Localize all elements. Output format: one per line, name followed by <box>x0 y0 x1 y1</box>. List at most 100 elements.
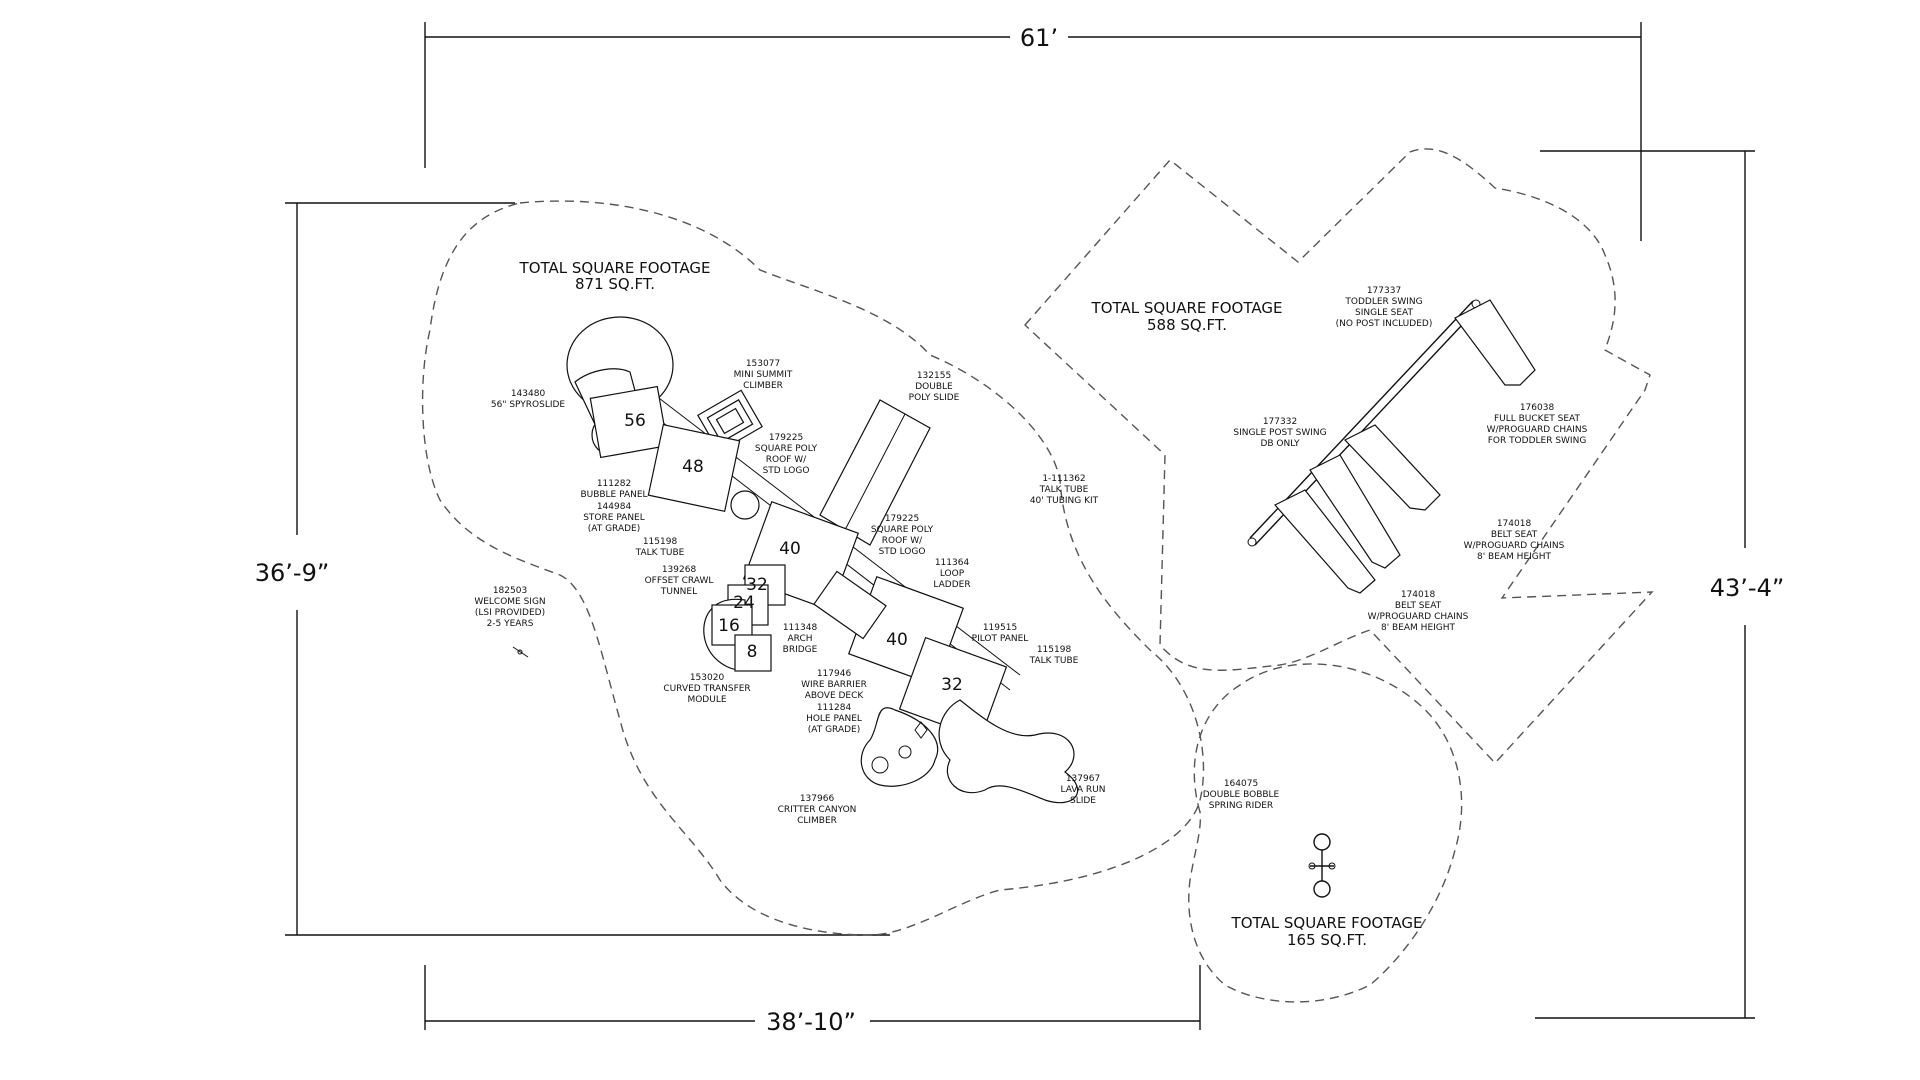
bucket-seat <box>1454 299 1536 386</box>
callout-153020: 153020 CURVED TRANSFER MODULE <box>663 673 750 705</box>
svg-text:153077: 153077 <box>746 359 780 369</box>
deck-label-32a: 32 <box>746 575 768 595</box>
svg-text:W/PROGUARD CHAINS: W/PROGUARD CHAINS <box>1464 541 1565 551</box>
callout-117946: 117946 WIRE BARRIER ABOVE DECK <box>801 669 867 701</box>
svg-text:WELCOME SIGN: WELCOME SIGN <box>474 597 545 607</box>
spring-use-zone-boundary <box>1188 663 1463 1003</box>
svg-text:POLY SLIDE: POLY SLIDE <box>909 393 960 403</box>
svg-text:(LSI PROVIDED): (LSI PROVIDED) <box>475 608 545 618</box>
svg-text:W/PROGUARD CHAINS: W/PROGUARD CHAINS <box>1487 425 1588 435</box>
svg-text:871 SQ.FT.: 871 SQ.FT. <box>575 275 655 293</box>
svg-text:CURVED TRANSFER: CURVED TRANSFER <box>663 684 750 694</box>
play-structure <box>512 316 1078 804</box>
main-zone-area-label: TOTAL SQUARE FOOTAGE 871 SQ.FT. <box>519 259 711 293</box>
svg-text:CRITTER CANYON: CRITTER CANYON <box>778 805 857 815</box>
svg-text:115198: 115198 <box>643 537 678 547</box>
dim-right-height: 43’-4” <box>1710 574 1785 602</box>
svg-text:144984: 144984 <box>597 502 632 512</box>
belt-seat-3 <box>1274 489 1376 594</box>
svg-text:56" SPYROSLIDE: 56" SPYROSLIDE <box>491 400 566 410</box>
deck-label-24: 24 <box>733 593 755 613</box>
svg-text:153020: 153020 <box>690 673 725 683</box>
svg-text:BELT SEAT: BELT SEAT <box>1395 601 1442 611</box>
svg-text:ROOF W/: ROOF W/ <box>766 455 807 465</box>
svg-text:111282: 111282 <box>597 479 631 489</box>
spring-zone-area-label: TOTAL SQUARE FOOTAGE 165 SQ.FT. <box>1231 914 1423 949</box>
callout-111284: 111284 HOLE PANEL (AT GRADE) <box>806 703 862 735</box>
svg-text:BRIDGE: BRIDGE <box>783 645 818 655</box>
svg-text:177337: 177337 <box>1367 286 1401 296</box>
dimension-left: 36’-9” <box>255 202 890 936</box>
svg-text:LOOP: LOOP <box>940 569 965 579</box>
deck-height-labels: 56 48 40 40 32 32 24 16 8 <box>624 411 963 695</box>
welcome-sign-icon <box>512 646 529 658</box>
callout-176038: 176038 FULL BUCKET SEAT W/PROGUARD CHAIN… <box>1487 403 1588 446</box>
callout-111364: 111364 LOOP LADDER <box>933 558 970 590</box>
dimension-bottom: 38’-10” <box>424 965 1201 1036</box>
callout-177332: 177332 SINGLE POST SWING DB ONLY <box>1233 417 1326 449</box>
svg-text:LAVA RUN: LAVA RUN <box>1061 785 1106 795</box>
deck-label-40b: 40 <box>886 630 908 650</box>
svg-text:W/PROGUARD CHAINS: W/PROGUARD CHAINS <box>1368 612 1469 622</box>
svg-text:143480: 143480 <box>511 389 546 399</box>
deck-8 <box>734 634 772 672</box>
callout-132155: 132155 DOUBLE POLY SLIDE <box>909 371 960 403</box>
callout-111348: 111348 ARCH BRIDGE <box>783 623 818 655</box>
callout-179225-lower: 179225 SQUARE POLY ROOF W/ STD LOGO <box>871 514 934 557</box>
svg-text:DB ONLY: DB ONLY <box>1260 439 1300 449</box>
callout-1-111362: 1-111362 TALK TUBE 40' TUBING KIT <box>1030 474 1099 506</box>
swing-set <box>1247 299 1536 594</box>
deck-label-40a: 40 <box>779 539 801 559</box>
svg-text:8' BEAM HEIGHT: 8' BEAM HEIGHT <box>1477 552 1552 562</box>
svg-text:177332: 177332 <box>1263 417 1297 427</box>
svg-text:(NO POST INCLUDED): (NO POST INCLUDED) <box>1336 319 1433 329</box>
svg-text:OFFSET CRAWL: OFFSET CRAWL <box>645 576 714 586</box>
lava-run-slide <box>938 699 1078 804</box>
svg-text:SQUARE POLY: SQUARE POLY <box>871 525 934 535</box>
svg-text:165 SQ.FT.: 165 SQ.FT. <box>1287 931 1367 949</box>
critter-canyon-climber <box>860 707 939 787</box>
svg-text:CLIMBER: CLIMBER <box>797 816 837 826</box>
double-bobble-spring-rider <box>1308 833 1336 898</box>
svg-text:SQUARE POLY: SQUARE POLY <box>755 444 818 454</box>
svg-text:LADDER: LADDER <box>933 580 970 590</box>
svg-text:TALK TUBE: TALK TUBE <box>1029 656 1079 666</box>
svg-text:FOR TODDLER SWING: FOR TODDLER SWING <box>1488 436 1587 446</box>
callout-144984: 144984 STORE PANEL (AT GRADE) <box>583 502 645 534</box>
svg-text:ROOF W/: ROOF W/ <box>882 536 923 546</box>
callout-115198-left: 115198 TALK TUBE <box>635 537 685 558</box>
belt-seat-1 <box>1344 424 1441 511</box>
svg-text:TODDLER SWING: TODDLER SWING <box>1344 297 1422 307</box>
svg-text:179225: 179225 <box>769 433 803 443</box>
deck-label-48: 48 <box>682 457 704 477</box>
svg-text:WIRE BARRIER: WIRE BARRIER <box>801 680 867 690</box>
callout-137966: 137966 CRITTER CANYON CLIMBER <box>778 794 857 826</box>
svg-text:SLIDE: SLIDE <box>1070 796 1096 806</box>
svg-text:2-5 YEARS: 2-5 YEARS <box>487 619 534 629</box>
deck-label-16: 16 <box>718 616 740 636</box>
arch-bridge <box>813 570 887 640</box>
svg-text:BUBBLE PANEL: BUBBLE PANEL <box>580 490 647 500</box>
callout-115198-right: 115198 TALK TUBE <box>1029 645 1079 666</box>
svg-text:176038: 176038 <box>1520 403 1555 413</box>
deck-label-56: 56 <box>624 411 646 431</box>
svg-text:117946: 117946 <box>817 669 852 679</box>
svg-text:132155: 132155 <box>917 371 951 381</box>
svg-text:137967: 137967 <box>1066 774 1100 784</box>
callout-153077: 153077 MINI SUMMIT CLIMBER <box>734 359 793 391</box>
swing-zone-area-label: TOTAL SQUARE FOOTAGE 588 SQ.FT. <box>1091 299 1283 334</box>
svg-text:182503: 182503 <box>493 586 527 596</box>
svg-text:111364: 111364 <box>935 558 970 568</box>
deck-32-lower <box>898 636 1008 740</box>
svg-text:DOUBLE: DOUBLE <box>915 382 953 392</box>
svg-text:(AT GRADE): (AT GRADE) <box>588 524 640 534</box>
callout-139268: 139268 OFFSET CRAWL TUNNEL <box>645 565 714 597</box>
svg-text:137966: 137966 <box>800 794 835 804</box>
svg-text:8' BEAM HEIGHT: 8' BEAM HEIGHT <box>1381 623 1456 633</box>
svg-text:SPRING RIDER: SPRING RIDER <box>1209 801 1273 811</box>
callout-137967: 137967 LAVA RUN SLIDE <box>1061 774 1106 806</box>
svg-text:TOTAL SQUARE FOOTAGE: TOTAL SQUARE FOOTAGE <box>1231 914 1423 932</box>
svg-text:HOLE PANEL: HOLE PANEL <box>806 714 862 724</box>
svg-text:40' TUBING KIT: 40' TUBING KIT <box>1030 496 1099 506</box>
callout-174018-upper: 174018 BELT SEAT W/PROGUARD CHAINS 8' BE… <box>1464 519 1565 562</box>
